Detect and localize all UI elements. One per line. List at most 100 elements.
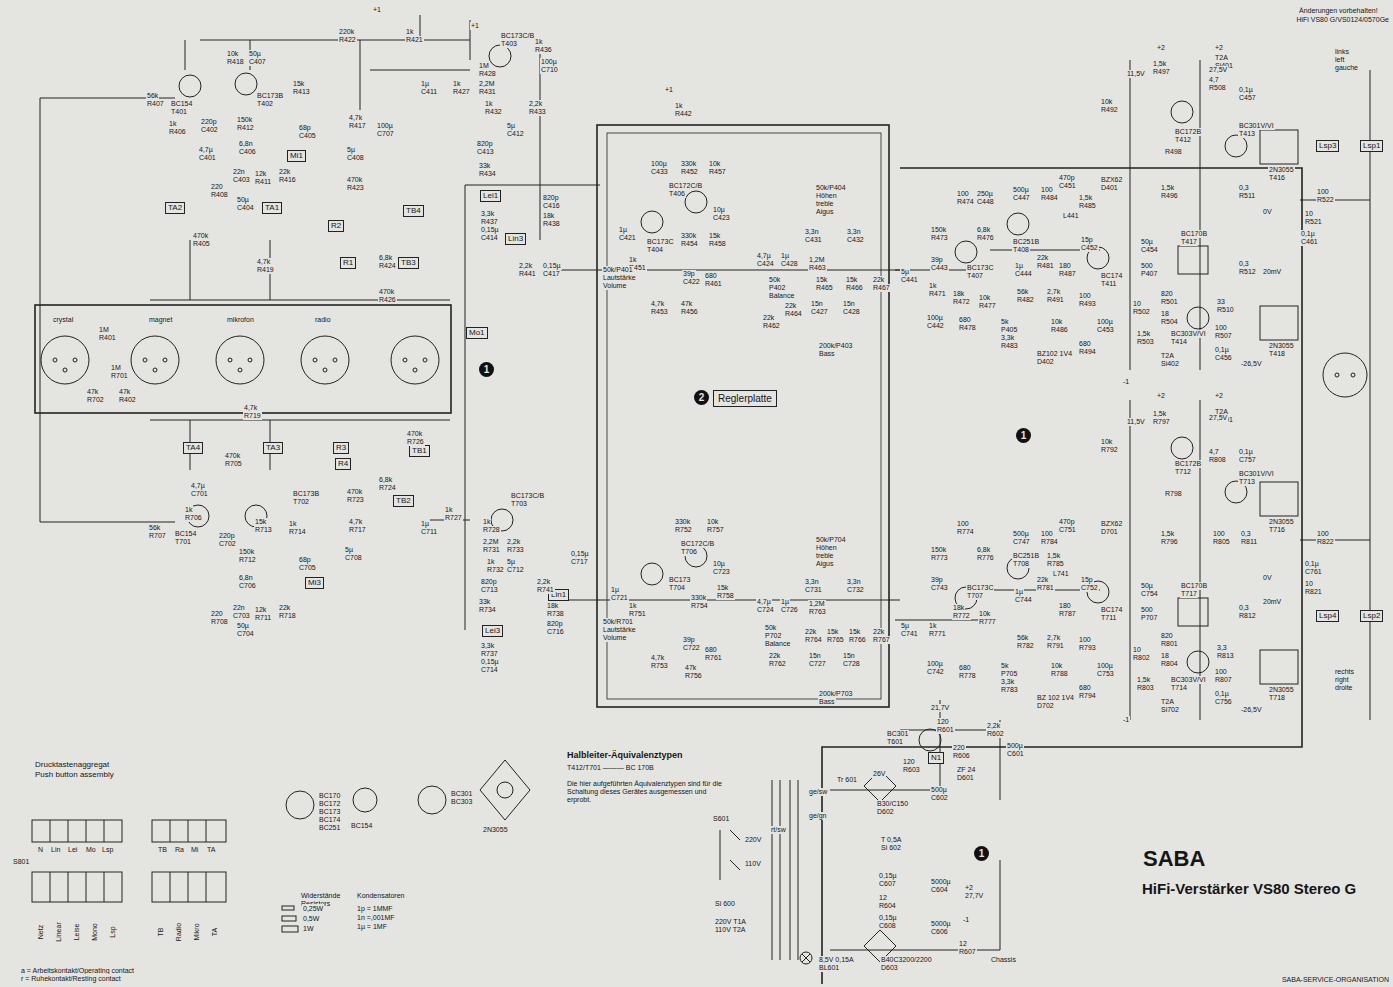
part-label: R804 <box>1160 660 1179 668</box>
part-label: 6,8k <box>976 226 991 234</box>
part-label: 200k/P403 <box>818 342 853 350</box>
part-label: -1 <box>1122 716 1130 724</box>
part-label: 2,2M <box>478 80 496 88</box>
part-label: 4,7k <box>243 404 258 412</box>
part-label: 0,15µ <box>542 262 562 270</box>
part-label: BZ 102 1V4 <box>1036 694 1075 702</box>
node-text: TA4 <box>186 443 200 452</box>
part-label: BC170 <box>318 792 341 800</box>
part-label: 2N3055 <box>482 826 509 834</box>
part-label: SABA-SERVICE-ORGANISATION <box>1281 976 1390 984</box>
part-label: R702 <box>86 396 105 404</box>
switch-label: TA2 <box>165 202 185 214</box>
part-label: C744 <box>1014 596 1033 604</box>
part-label: 15n <box>842 652 856 660</box>
part-label: R751 <box>628 610 647 618</box>
part-label: T401 <box>170 108 188 116</box>
part-label: R808 <box>1208 456 1227 464</box>
part-label: 1k <box>674 102 683 110</box>
part-label: 0,3 <box>1238 260 1250 268</box>
part-label: T712 <box>1174 468 1192 476</box>
part-label: 250µ <box>976 190 994 198</box>
part-label: 68p <box>298 124 312 132</box>
part-label: R733 <box>506 546 525 554</box>
part-label: BC251B <box>1012 552 1040 560</box>
part-label: 220p <box>218 532 236 540</box>
part-label: 470k <box>346 176 363 184</box>
callout-number: 1 <box>1016 428 1031 443</box>
part-label: R472 <box>952 298 971 306</box>
part-label: R805 <box>1212 538 1231 546</box>
part-label: R797 <box>1152 418 1171 426</box>
part-label: 39p <box>682 270 696 278</box>
part-label: left <box>1334 56 1345 64</box>
part-label: 470k <box>378 288 395 296</box>
part-label: 56k <box>148 524 161 532</box>
part-label: Leise <box>73 923 81 942</box>
part-label: R416 <box>278 176 297 184</box>
part-label: B40C3200/2200 <box>880 956 933 964</box>
part-label: 0,3 <box>1238 184 1250 192</box>
part-label: 5k <box>1000 662 1009 670</box>
part-label: 470k <box>224 452 241 460</box>
part-label: 1,5k <box>1160 184 1175 192</box>
part-label: 470k <box>346 488 363 496</box>
part-label: 820 <box>1160 632 1174 640</box>
part-label: BC173C <box>966 264 994 272</box>
part-label: R776 <box>976 554 995 562</box>
part-label: C607 <box>878 880 897 888</box>
part-label: R442 <box>674 110 693 118</box>
part-label: Mo <box>85 846 97 854</box>
part-label: C712 <box>506 566 525 574</box>
part-label: 15k <box>716 584 729 592</box>
node-text: Lin3 <box>508 234 523 243</box>
part-label: R813 <box>1216 652 1235 660</box>
part-label: C701 <box>190 490 209 498</box>
part-label: BC174 <box>1100 606 1123 614</box>
part-label: 0,15µ <box>570 550 590 558</box>
part-label: T701 <box>174 538 192 546</box>
part-label: 1k <box>184 506 193 514</box>
part-label: R763 <box>808 608 827 616</box>
part-label: R498 <box>1164 148 1183 156</box>
part-label: C757 <box>1238 456 1257 464</box>
part-label: 5µ <box>900 268 910 276</box>
part-label: 3,3n <box>804 578 820 586</box>
part-label: 4,7 <box>1208 448 1220 456</box>
part-label: 22k <box>762 314 775 322</box>
callout-number: 2 <box>694 390 709 405</box>
part-label: 3,3k <box>480 210 495 218</box>
part-label: T418 <box>1268 350 1286 358</box>
part-label: C727 <box>808 660 827 668</box>
part-label: R497 <box>1152 68 1171 76</box>
part-label: BC173 <box>318 808 341 816</box>
part-label: Bass <box>818 698 836 706</box>
part-label: S601 <box>712 815 730 823</box>
part-label: C422 <box>682 278 701 286</box>
part-label: 10k <box>1050 318 1063 326</box>
part-label: R602 <box>986 730 1005 738</box>
part-label: C751 <box>1058 526 1077 534</box>
part-label: 15k <box>848 628 861 636</box>
part-label: Si402 <box>1160 360 1180 368</box>
part-label: +2 <box>1156 44 1166 52</box>
part-label: 100µ <box>926 314 944 322</box>
part-label: 1,5k <box>1136 676 1151 684</box>
part-label: R511 <box>1238 192 1256 200</box>
part-label: 0V <box>1262 208 1273 216</box>
part-label: 6,8n <box>238 574 254 582</box>
part-label: R758 <box>716 592 735 600</box>
part-label: R504 <box>1160 318 1179 326</box>
part-label: C724 <box>756 606 775 614</box>
part-label: C447 <box>1012 194 1031 202</box>
part-label: 2,2k <box>986 722 1001 730</box>
part-label: 3,3k <box>480 642 495 650</box>
part-label: 1M <box>98 326 110 334</box>
part-label: 3,3 <box>1216 644 1228 652</box>
node-text: Lsp4 <box>1319 611 1336 620</box>
part-label: 500µ <box>1012 186 1030 194</box>
part-label: 1k <box>405 28 414 36</box>
part-label: +1 <box>470 22 480 30</box>
part-label: C726 <box>780 606 799 614</box>
part-label: T2A <box>1160 698 1175 706</box>
